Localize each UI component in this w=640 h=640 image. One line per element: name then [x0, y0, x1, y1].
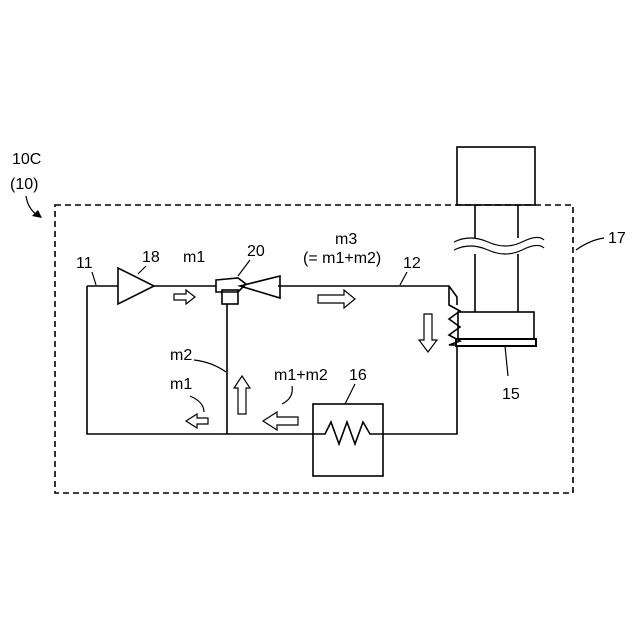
flow-label-m3-eq: (= m1+m2) [303, 250, 381, 267]
heat-exchanger-leader [345, 384, 355, 404]
heat-exchanger-box [313, 404, 383, 476]
pump-symbol [118, 268, 154, 304]
ejector-diffuser [240, 276, 280, 298]
pipe-leader [400, 272, 407, 285]
enclosure-boundary [55, 205, 573, 493]
circuit-pipe [87, 286, 457, 434]
flow-label-m1-bottom: m1 [170, 376, 192, 393]
flow-arrow-down [419, 314, 437, 352]
flow-m1-bottom-leader [190, 396, 204, 412]
enclosure-leader [576, 238, 604, 250]
motor-housing [457, 147, 535, 205]
system-ref-label: (10) [10, 176, 38, 193]
system-id-label: 10C [12, 151, 41, 168]
flow-arrow-m1-bottom [186, 414, 208, 428]
heat-exchanger-coil [313, 422, 383, 444]
pump-leader [138, 266, 146, 274]
flow-arrow-m2 [234, 376, 250, 414]
flow-label-m1m2: m1+m2 [274, 367, 328, 384]
flow-m2-leader [194, 360, 226, 372]
ejector-label: 20 [247, 243, 265, 260]
pump-label: 18 [142, 249, 160, 266]
flow-m1m2-leader [282, 386, 292, 404]
flow-label-m1-top: m1 [183, 249, 205, 266]
shaft-break-mark-upper [454, 237, 544, 246]
flow-label-m2: m2 [170, 347, 192, 364]
heat-source-base [456, 339, 536, 346]
heat-exchanger-label: 16 [349, 367, 367, 384]
heat-source-block [458, 312, 534, 339]
enclosure-label: 17 [608, 230, 626, 247]
heat-source-leader [505, 346, 508, 376]
ejector-leader [238, 260, 250, 276]
flow-arrow-m1-top [174, 290, 195, 304]
heat-source-label: 15 [502, 386, 520, 403]
shaft-break-mark-lower [454, 245, 544, 254]
flow-label-m3: m3 [335, 231, 357, 248]
circuit-label: 11 [76, 255, 93, 272]
pipe-label: 12 [403, 255, 421, 272]
flow-arrow-m3 [318, 290, 355, 308]
flow-arrow-m1m2 [263, 412, 298, 430]
circuit-leader [92, 272, 96, 285]
